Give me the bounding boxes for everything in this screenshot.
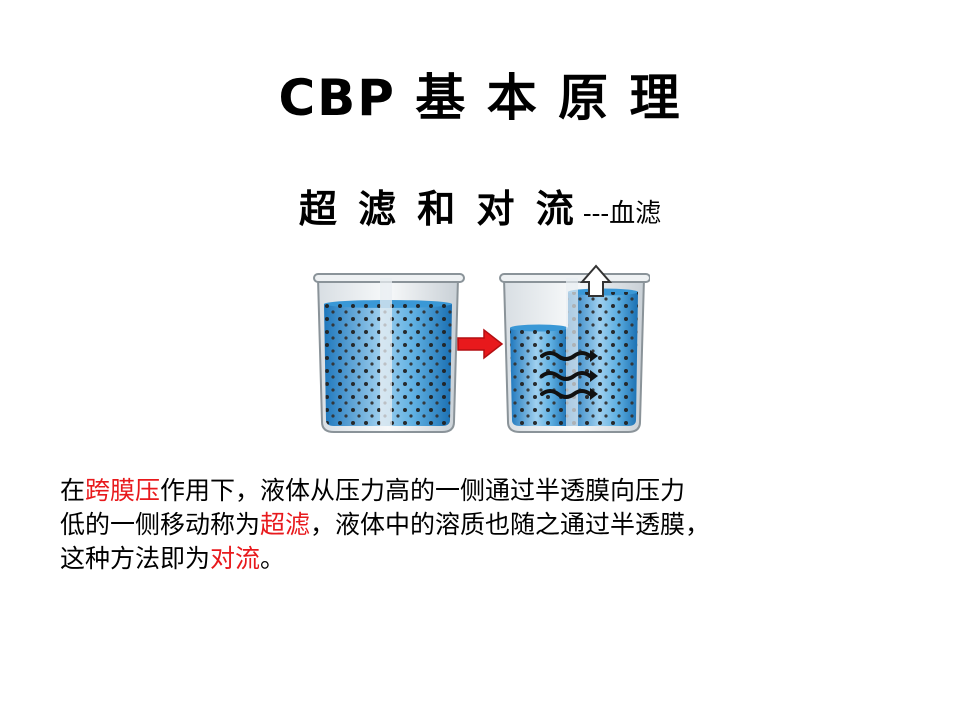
highlight-term: 对流 <box>210 544 261 573</box>
ultrafiltration-diagram <box>310 262 651 440</box>
highlight-term: 超滤 <box>260 510 311 539</box>
text-segment: 在 <box>60 476 86 505</box>
text-segment: 。 <box>260 544 286 573</box>
paragraph-line-1: 在跨膜压作用下，液体从压力高的一侧通过半透膜向压力 <box>60 474 900 508</box>
explanation-paragraph: 在跨膜压作用下，液体从压力高的一侧通过半透膜向压力 低的一侧移动称为超滤，液体中… <box>60 474 900 576</box>
flow-arrows <box>540 351 592 399</box>
membrane-right <box>566 278 578 426</box>
slide-subtitle: 超 滤 和 对 流 ---血滤 <box>0 178 960 233</box>
subtitle-suffix: ---血滤 <box>582 199 662 229</box>
beaker-illustration <box>313 264 651 433</box>
subtitle-main: 超 滤 和 对 流 <box>298 186 578 231</box>
text-segment: 作用下，液体从压力高的一侧通过半透膜向压力 <box>160 476 686 505</box>
highlight-term: 跨膜压 <box>85 476 161 505</box>
beaker-right <box>499 264 651 433</box>
up-arrow-icon <box>579 264 613 297</box>
slide-title: CBP 基 本 原 理 <box>278 69 682 127</box>
paragraph-line-2: 低的一侧移动称为超滤，液体中的溶质也随之通过半透膜， <box>60 508 900 542</box>
right-arrow-icon <box>457 328 504 360</box>
text-segment: ，液体中的溶质也随之通过半透膜， <box>310 510 711 539</box>
paragraph-line-3: 这种方法即为对流。 <box>60 542 900 576</box>
text-segment: 低的一侧移动称为 <box>60 510 261 539</box>
text-segment: 这种方法即为 <box>60 544 211 573</box>
beaker-left <box>313 273 465 433</box>
membrane-left <box>380 278 392 426</box>
